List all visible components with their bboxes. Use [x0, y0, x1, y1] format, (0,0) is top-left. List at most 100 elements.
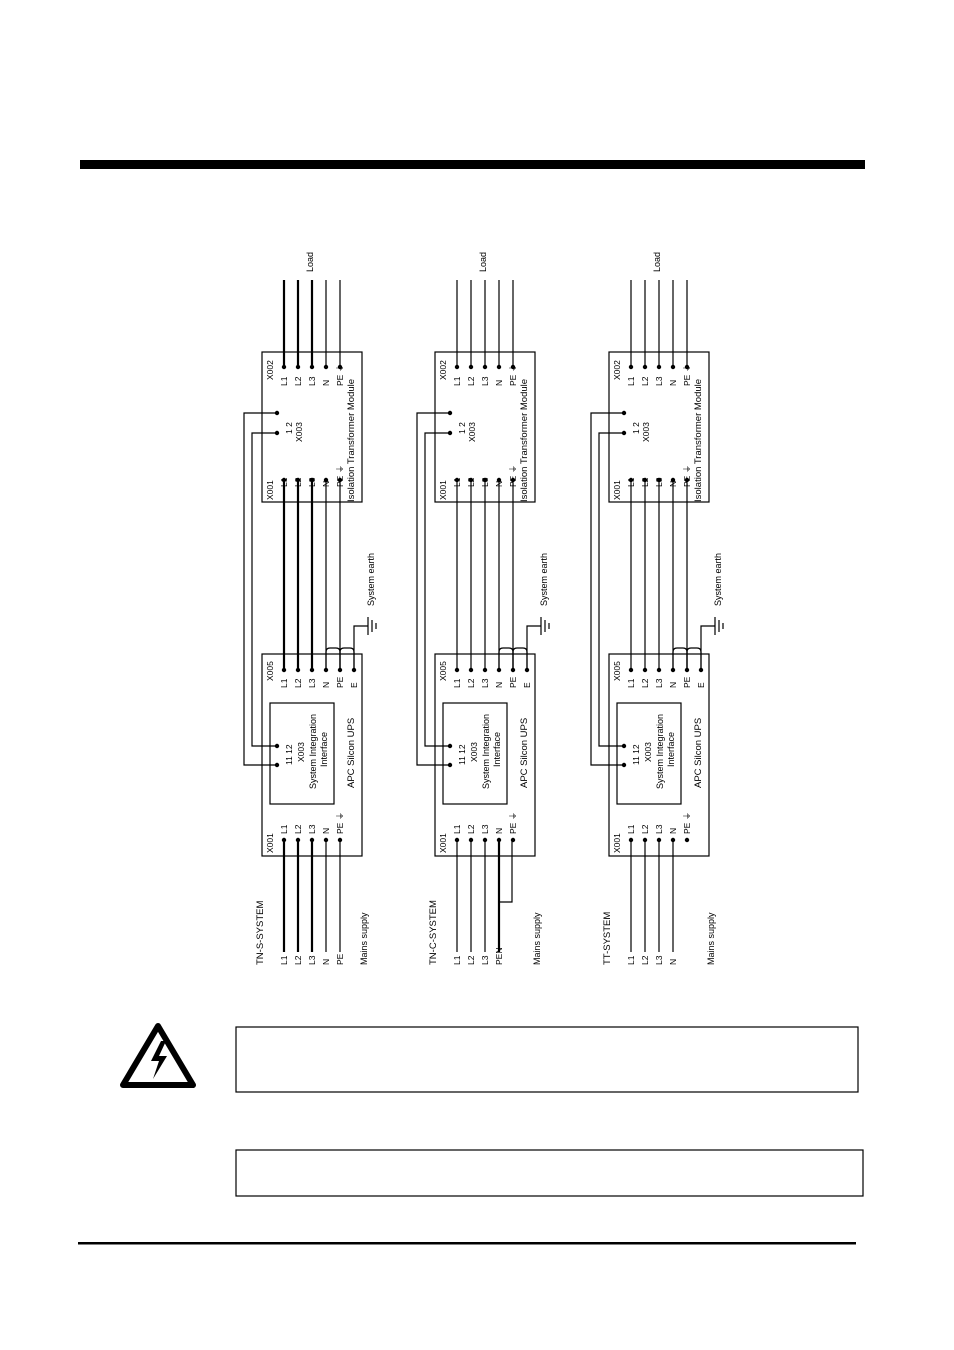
- ups-output-terminal-dot: [642, 667, 648, 673]
- control-loop-inner: [598, 432, 624, 747]
- sii-terminal-block-label: X003: [296, 742, 306, 762]
- load-label: Load: [652, 252, 662, 272]
- ups-output-terminal-2: L3: [654, 678, 664, 688]
- itm-output-terminal-dot: [281, 364, 287, 370]
- earth-conductor: [526, 625, 541, 670]
- ups-input-terminal-dot: [337, 837, 343, 843]
- ups-input-terminal-0: L1: [279, 824, 289, 834]
- itm-terminal-1-dot: [274, 430, 280, 436]
- sii-terminal-12-dot: [621, 743, 627, 749]
- system-integration-interface-box: [616, 702, 682, 805]
- itm-terminal-1-dot: [447, 430, 453, 436]
- itm-input-terminal-label: X001: [612, 480, 622, 500]
- ups-input-terminal-dot: [684, 837, 690, 843]
- ups-output-terminal-label: X005: [438, 661, 448, 681]
- itm-output-terminal-dot: [454, 364, 460, 370]
- ups-output-terminal-5: E: [349, 682, 359, 688]
- ups-input-terminal-label: X001: [612, 833, 622, 853]
- ups-output-terminal-dot: [309, 667, 315, 673]
- system-type-label: TN-C-SYSTEM: [428, 900, 439, 965]
- ups-output-terminal-5: E: [696, 682, 706, 688]
- supply-conductor-label: PEN: [494, 948, 504, 965]
- supply-conductor-label: N: [668, 959, 678, 965]
- ups-output-terminal-dot: [656, 667, 662, 673]
- ups-output-terminal-dot: [628, 667, 634, 673]
- itm-output-terminal-dot: [670, 364, 676, 370]
- itm-title: Isolation Transformer Module: [519, 379, 530, 502]
- supply-conductor-label: L1: [279, 955, 289, 965]
- ups-input-terminal-label: X001: [265, 833, 275, 853]
- itm-output-terminal-dot: [482, 364, 488, 370]
- itm-input-terminal-dot: [496, 477, 502, 483]
- itm-output-terminal-dot: [295, 364, 301, 370]
- itm-input-terminal-dot: [670, 477, 676, 483]
- note-box: [235, 1149, 864, 1197]
- supply-conductor-label: N: [321, 959, 331, 965]
- itm-input-terminal-dot: [656, 477, 662, 483]
- itm-terminal-2-dot: [274, 410, 280, 416]
- itm-output-terminal-2: L3: [654, 376, 664, 386]
- itm-output-terminal-label: X002: [265, 360, 275, 380]
- itm-output-terminal-dot: [337, 364, 343, 370]
- ups-output-terminal-2: L3: [307, 678, 317, 688]
- supply-conductor-label: L1: [626, 955, 636, 965]
- itm-terminal-1-dot: [621, 430, 627, 436]
- itm-input-terminal-dot: [309, 477, 315, 483]
- itm-input-terminal-dot: [337, 477, 343, 483]
- sii-terminal-numbers: 11 12: [457, 744, 467, 765]
- footer-rule: [78, 1242, 856, 1245]
- ups-output-terminal-0: L1: [279, 678, 289, 688]
- ups-input-terminal-dot: [309, 837, 315, 843]
- itm-input-terminal-dot: [454, 477, 460, 483]
- ups-input-terminal-dot: [468, 837, 474, 843]
- pe-e-bridge: [686, 647, 702, 670]
- itm-output-terminal-1: L2: [466, 376, 476, 386]
- ups-input-terminal-3: N: [668, 828, 678, 834]
- ups-input-terminal-dot: [670, 837, 676, 843]
- ups-input-terminal-0: L1: [452, 824, 462, 834]
- system-earth-label: System earth: [539, 553, 549, 606]
- ups-output-terminal-0: L1: [626, 678, 636, 688]
- high-voltage-warning-icon: [120, 1023, 196, 1088]
- ups-output-terminal-dot: [468, 667, 474, 673]
- ups-output-terminal-dot: [454, 667, 460, 673]
- ups-input-terminal-4: PE ⏚: [508, 812, 518, 834]
- itm-terminal-numbers: 1 2: [631, 422, 641, 434]
- itm-terminal-numbers: 1 2: [457, 422, 467, 434]
- itm-input-terminal-label: X001: [265, 480, 275, 500]
- itm-output-terminal-dot: [468, 364, 474, 370]
- itm-input-terminal-dot: [628, 477, 634, 483]
- sii-terminal-11-dot: [274, 762, 280, 768]
- itm-title: Isolation Transformer Module: [693, 379, 704, 502]
- itm-terminal-numbers: 1 2: [284, 422, 294, 434]
- itm-output-terminal-label: X002: [438, 360, 448, 380]
- supply-conductor-label: L2: [293, 955, 303, 965]
- itm-input-terminal-dot: [281, 477, 287, 483]
- itm-input-terminal-dot: [295, 477, 301, 483]
- itm-output-terminal-0: L1: [452, 376, 462, 386]
- supply-conductor-label: L1: [452, 955, 462, 965]
- ups-output-terminal-3: N: [321, 682, 331, 688]
- control-loop-outer: [243, 412, 277, 766]
- itm-output-terminal-dot: [323, 364, 329, 370]
- ups-input-terminal-1: L2: [293, 824, 303, 834]
- ups-input-terminal-2: L3: [307, 824, 317, 834]
- ups-input-terminal-dot: [295, 837, 301, 843]
- itm-terminal-block-label: X003: [641, 422, 651, 442]
- sii-terminal-numbers: 11 12: [631, 744, 641, 765]
- supply-conductor-label: L3: [480, 955, 490, 965]
- itm-output-terminal-2: L3: [307, 376, 317, 386]
- pe-e-bridge: [339, 647, 355, 670]
- system-earth-label: System earth: [713, 553, 723, 606]
- ups-input-terminal-dot: [323, 837, 329, 843]
- ups-input-terminal-dot: [482, 837, 488, 843]
- itm-input-terminal-dot: [323, 477, 329, 483]
- sii-title-line2: Interface: [666, 732, 676, 767]
- itm-output-terminal-3: N: [494, 380, 504, 386]
- supply-conductor-label: L2: [640, 955, 650, 965]
- ups-input-terminal-1: L2: [466, 824, 476, 834]
- sii-terminal-12-dot: [447, 743, 453, 749]
- ups-input-terminal-4: PE ⏚: [335, 812, 345, 834]
